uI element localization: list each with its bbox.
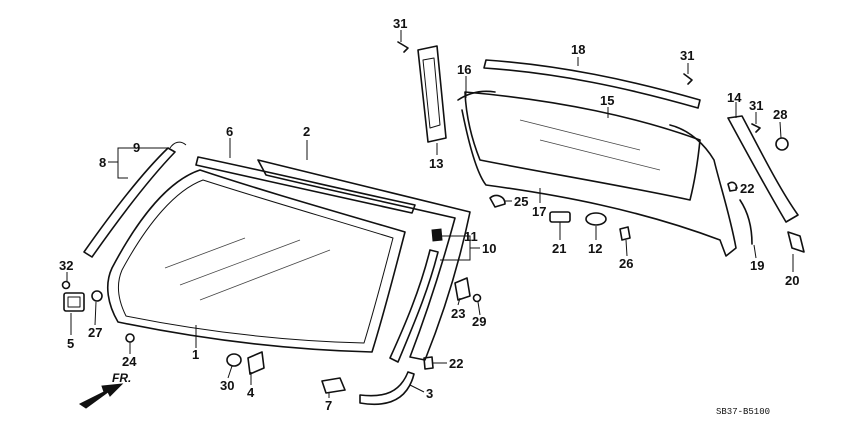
rear-window-frame <box>461 109 737 257</box>
callout-32: 32 <box>59 258 73 273</box>
callout-8: 8 <box>99 155 106 170</box>
callout-14: 14 <box>727 90 742 105</box>
callout-25: 25 <box>514 194 528 209</box>
callout-9: 9 <box>133 140 140 155</box>
leader-lines <box>66 30 794 398</box>
screw-24 <box>125 333 135 343</box>
callout-11: 11 <box>464 229 478 244</box>
callout-20: 20 <box>785 273 799 288</box>
callout-22-right: 22 <box>740 181 754 196</box>
spacer-7 <box>321 377 346 394</box>
top-molding <box>483 59 701 109</box>
windshield-molding <box>257 159 471 361</box>
callout-7: 7 <box>325 398 332 413</box>
callout-24: 24 <box>122 354 137 369</box>
cap-28 <box>775 137 789 151</box>
callout-31-right: 31 <box>749 98 763 113</box>
clip-22-bottom <box>423 356 434 370</box>
rear-window-glass <box>464 91 701 201</box>
strip-19 <box>739 199 753 245</box>
callout-6: 6 <box>226 124 233 139</box>
drawing-code: SB37-B5100 <box>716 407 770 417</box>
fastener-26 <box>619 226 631 241</box>
callout-2: 2 <box>303 124 310 139</box>
callout-21: 21 <box>552 241 566 256</box>
callout-10: 10 <box>482 241 496 256</box>
callout-28: 28 <box>773 107 787 122</box>
clip-4 <box>247 351 265 375</box>
callout-13: 13 <box>429 156 443 171</box>
bolt-29 <box>472 293 482 303</box>
clip-20 <box>787 231 805 253</box>
callout-31-mid: 31 <box>680 48 694 63</box>
side-molding-right <box>389 249 439 363</box>
lower-trim <box>359 371 415 405</box>
callout-18: 18 <box>571 42 585 57</box>
side-strip-14 <box>727 115 799 223</box>
fastener-12 <box>585 212 607 226</box>
spacer-21 <box>549 211 571 223</box>
fastener-30 <box>226 353 242 367</box>
clip-5 <box>63 292 85 312</box>
clip-22-right <box>727 181 738 192</box>
strip-16 <box>457 90 496 101</box>
windshield-glass <box>106 169 406 353</box>
callout-22-bottom: 22 <box>449 356 463 371</box>
clip-25 <box>489 194 506 208</box>
callout-31-top: 31 <box>393 16 407 31</box>
screw-31-right <box>751 123 761 133</box>
clip-23 <box>454 277 471 301</box>
callout-5: 5 <box>67 336 74 351</box>
upper-molding <box>195 156 416 214</box>
callout-27: 27 <box>88 325 102 340</box>
side-molding-left <box>83 141 187 258</box>
callout-3: 3 <box>426 386 433 401</box>
pillar-garnish <box>417 45 447 143</box>
callout-16: 16 <box>457 62 471 77</box>
callout-29: 29 <box>472 314 486 329</box>
callout-1: 1 <box>192 347 199 362</box>
callout-4: 4 <box>247 385 255 400</box>
callout-17: 17 <box>532 204 546 219</box>
callout-19: 19 <box>750 258 764 273</box>
grommet-27 <box>91 290 103 302</box>
callout-30: 30 <box>220 378 234 393</box>
callout-15: 15 <box>600 93 614 108</box>
screw-31-top <box>397 41 409 53</box>
screw-32 <box>61 280 71 290</box>
front-arrow-label: FR. <box>112 371 131 385</box>
callout-labels: 1 2 3 4 5 6 7 8 9 10 11 12 13 14 15 16 1… <box>59 16 799 413</box>
screw-31-mid <box>683 73 693 85</box>
callout-26: 26 <box>619 256 633 271</box>
callout-12: 12 <box>588 241 602 256</box>
callout-23: 23 <box>451 306 465 321</box>
front-arrow: FR. <box>79 371 131 409</box>
clip-11 <box>431 228 443 242</box>
